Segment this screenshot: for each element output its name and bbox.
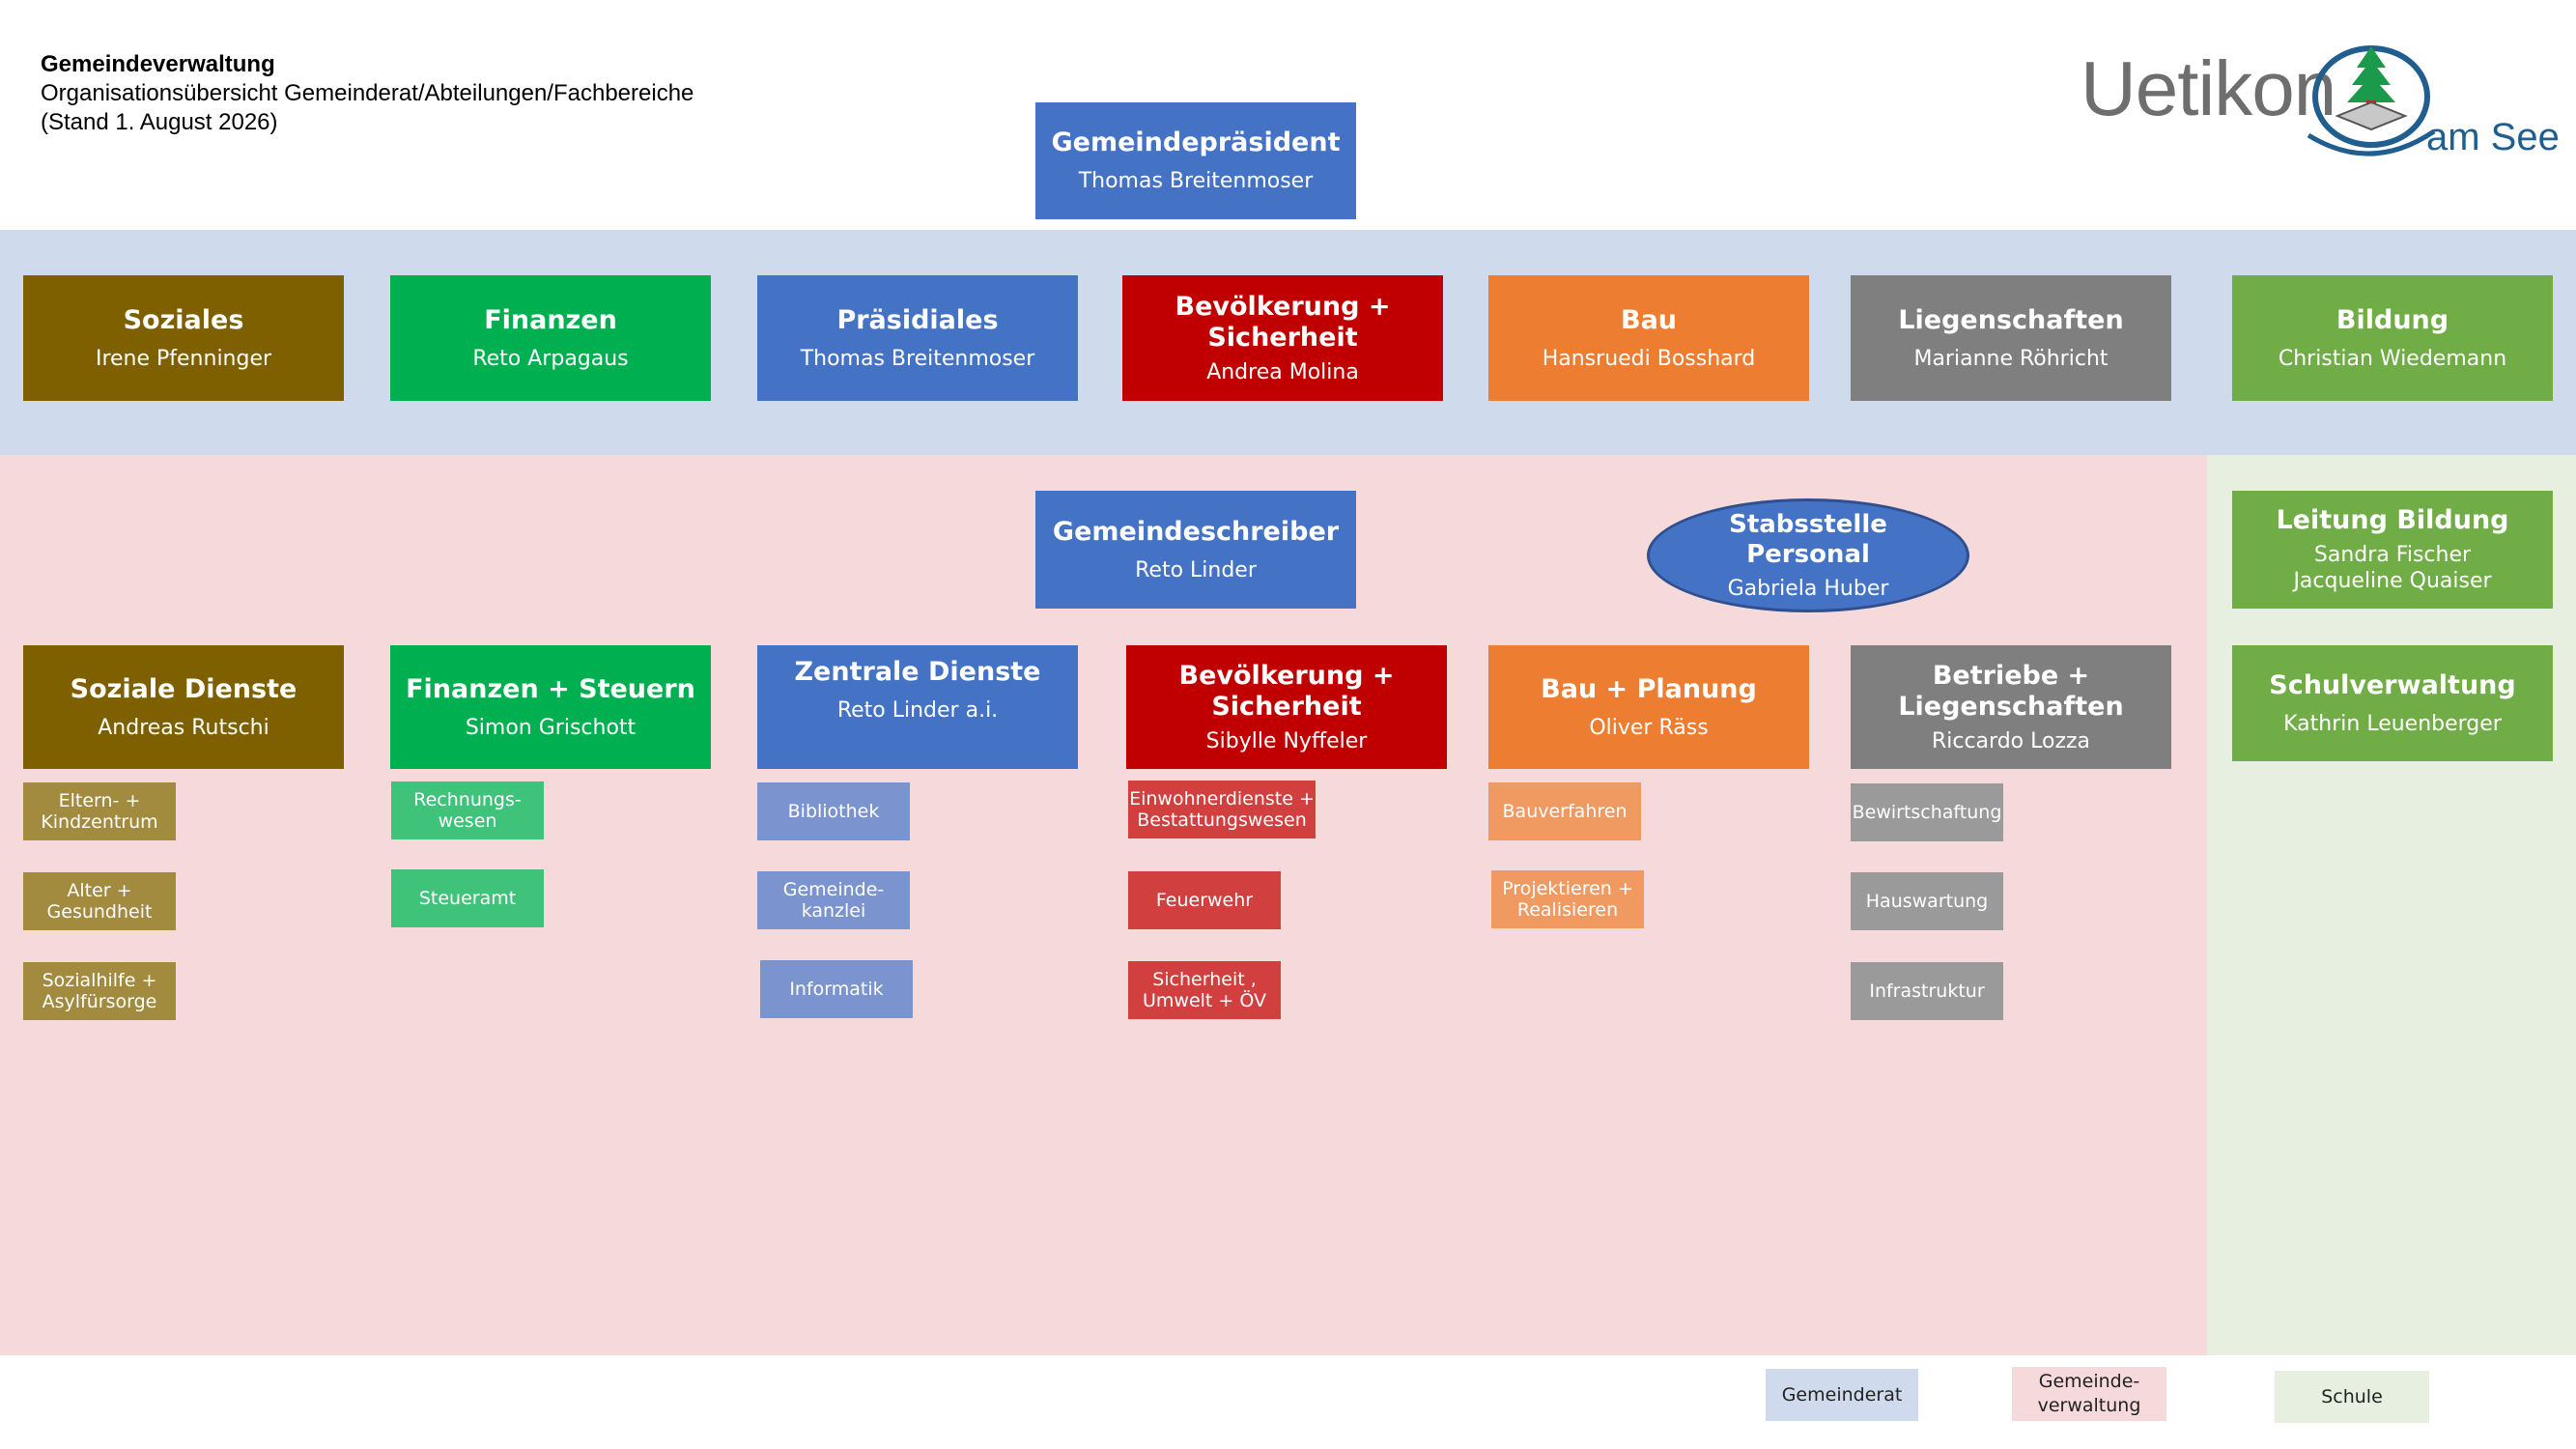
council-bevoelkerung: Bevölkerung + Sicherheit Andrea Molina <box>1122 275 1443 401</box>
box-person: Irene Pfenninger <box>95 346 272 371</box>
stabsstelle-personal-ellipse: Stabsstelle Personal Gabriela Huber <box>1647 498 1969 612</box>
box-person: Hansruedi Bosshard <box>1542 346 1756 371</box>
box-title: Bildung <box>2335 304 2449 335</box>
logo-suffix: am See <box>2426 116 2560 158</box>
unit-infrastruktur: Infrastruktur <box>1851 962 2003 1020</box>
box-title: Liegenschaften <box>1898 304 2124 335</box>
box-title: Schulverwaltung <box>2269 669 2516 700</box>
box-person: Reto Linder a.i. <box>836 698 999 723</box>
box-title: Soziales <box>123 304 244 335</box>
uetikon-logo: Uetikon am See <box>2077 39 2560 184</box>
unit-sozialhilfe-asylfuersorge: Sozialhilfe + Asylfürsorge <box>23 962 176 1020</box>
box-title: Präsidiales <box>836 304 999 335</box>
box-title: Bevölkerung + Sicherheit <box>1175 291 1391 353</box>
unit-informatik: Informatik <box>760 960 913 1018</box>
unit-einwohnerdienste: Einwohnerdienste + Bestattungswesen <box>1128 781 1316 838</box>
box-title: Zentrale Dienste <box>794 657 1041 687</box>
legend-schule: Schule <box>2275 1371 2429 1423</box>
unit-hauswartung: Hauswartung <box>1851 872 2003 930</box>
box-person: Gabriela Huber <box>1727 576 1889 601</box>
box-title: Gemeindepräsident <box>1051 128 1341 157</box>
council-praesidiales: Präsidiales Thomas Breitenmoser <box>757 275 1078 401</box>
box-person: Kathrin Leuenberger <box>2283 711 2502 736</box>
header-date: (Stand 1. August 2026) <box>41 109 278 135</box>
box-title: Bevölkerung + Sicherheit <box>1178 660 1395 722</box>
box-person: Andrea Molina <box>1206 359 1359 384</box>
dept-soziale-dienste: Soziale Dienste Andreas Rutschi <box>23 645 344 769</box>
box-title: Finanzen <box>484 304 617 335</box>
box-person: Thomas Breitenmoser <box>1078 169 1314 193</box>
legend-gemeinderat: Gemeinderat <box>1766 1369 1918 1421</box>
header-subtitle: Organisationsübersicht Gemeinderat/Abtei… <box>41 80 694 106</box>
box-title: Bau + Planung <box>1541 673 1757 704</box>
box-person: Simon Grischott <box>465 715 637 740</box>
unit-projektieren-realisieren: Projektieren + Realisieren <box>1491 870 1644 928</box>
schulverwaltung-box: Schulverwaltung Kathrin Leuenberger <box>2232 645 2553 761</box>
dept-bevoelkerung-sicherheit: Bevölkerung + Sicherheit Sibylle Nyffele… <box>1126 645 1447 769</box>
box-title: Finanzen + Steuern <box>406 673 695 704</box>
dept-bau-planung: Bau + Planung Oliver Räss <box>1488 645 1809 769</box>
council-soziales: Soziales Irene Pfenninger <box>23 275 344 401</box>
dept-zentrale-dienste: Zentrale Dienste Reto Linder a.i. <box>757 645 1078 769</box>
unit-alter-gesundheit: Alter + Gesundheit <box>23 872 176 930</box>
legend-gemeindeverwaltung: Gemeinde- verwaltung <box>2012 1367 2166 1421</box>
box-person: Andreas Rutschi <box>98 715 269 740</box>
page-header: Gemeindeverwaltung Organisationsübersich… <box>41 50 694 137</box>
logo-tree-icon <box>2307 45 2436 156</box>
box-person: Riccardo Lozza <box>1931 728 2091 753</box>
unit-eltern-kindzentrum: Eltern- + Kindzentrum <box>23 782 176 840</box>
box-person: Christian Wiedemann <box>2278 346 2507 371</box>
box-person: Thomas Breitenmoser <box>800 346 1035 371</box>
box-title: Soziale Dienste <box>70 673 297 704</box>
box-person: Marianne Röhricht <box>1913 346 2109 371</box>
gemeindeschreiber-box: Gemeindeschreiber Reto Linder <box>1035 491 1356 609</box>
council-bildung: Bildung Christian Wiedemann <box>2232 275 2553 401</box>
box-title: Stabsstelle Personal <box>1729 509 1887 569</box>
box-person: Sibylle Nyffeler <box>1205 728 1368 753</box>
unit-feuerwehr: Feuerwehr <box>1128 871 1281 929</box>
box-person: Sandra Fischer Jacqueline Quaiser <box>2293 543 2492 593</box>
unit-rechnungswesen: Rechnungs- wesen <box>391 781 544 839</box>
council-finanzen: Finanzen Reto Arpagaus <box>390 275 711 401</box>
council-bau: Bau Hansruedi Bosshard <box>1488 275 1809 401</box>
header-title: Gemeindeverwaltung <box>41 51 275 77</box>
unit-bauverfahren: Bauverfahren <box>1488 782 1641 840</box>
box-title: Gemeindeschreiber <box>1052 516 1340 547</box>
council-liegenschaften: Liegenschaften Marianne Röhricht <box>1851 275 2171 401</box>
leitung-bildung-box: Leitung Bildung Sandra Fischer Jacquelin… <box>2232 491 2553 609</box>
box-person: Reto Arpagaus <box>472 346 629 371</box>
unit-gemeindekanzlei: Gemeinde- kanzlei <box>757 871 910 929</box>
unit-steueramt: Steueramt <box>391 869 544 927</box>
dept-betriebe-liegenschaften: Betriebe + Liegenschaften Riccardo Lozza <box>1851 645 2171 769</box>
box-person: Reto Linder <box>1135 557 1257 582</box>
logo-wordmark: Uetikon <box>2081 45 2336 131</box>
box-title: Bau <box>1620 304 1678 335</box>
unit-bibliothek: Bibliothek <box>757 782 910 840</box>
unit-sicherheit-umwelt-oev: Sicherheit , Umwelt + ÖV <box>1128 961 1281 1019</box>
unit-bewirtschaftung: Bewirtschaftung <box>1851 783 2003 841</box>
gemeindepraesident-box: Gemeindepräsident Thomas Breitenmoser <box>1035 102 1356 219</box>
box-person: Oliver Räss <box>1589 715 1709 740</box>
box-title: Leitung Bildung <box>2276 505 2509 535</box>
dept-finanzen-steuern: Finanzen + Steuern Simon Grischott <box>390 645 711 769</box>
box-title: Betriebe + Liegenschaften <box>1898 660 2124 722</box>
